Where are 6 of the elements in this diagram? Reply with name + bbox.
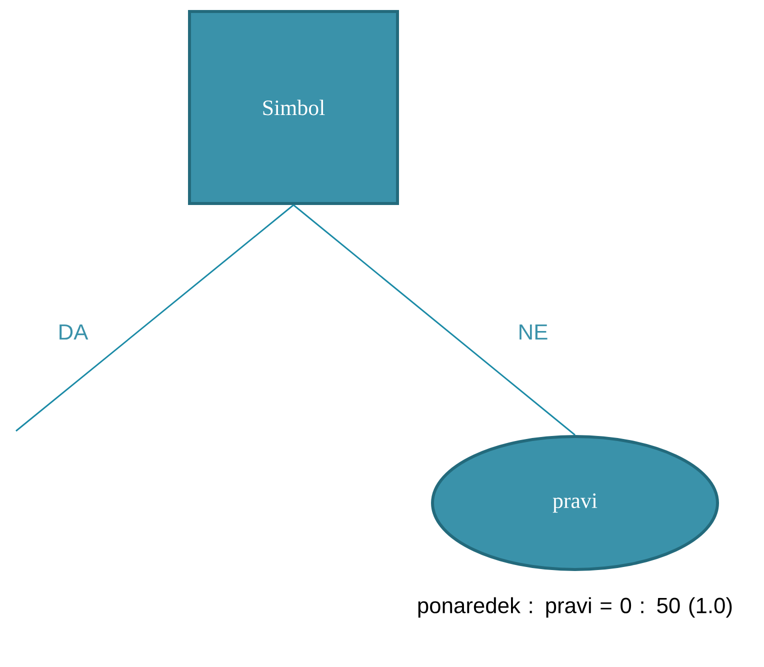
branch-line (293, 204, 576, 436)
node-caption: ponaredek : pravi = 0 : 50 (1.0) (418, 597, 732, 618)
edge-label: DA (60, 324, 88, 340)
decision-box: Simbol (188, 10, 399, 205)
branch-line (16, 204, 294, 432)
edge-label: NE (520, 324, 548, 340)
